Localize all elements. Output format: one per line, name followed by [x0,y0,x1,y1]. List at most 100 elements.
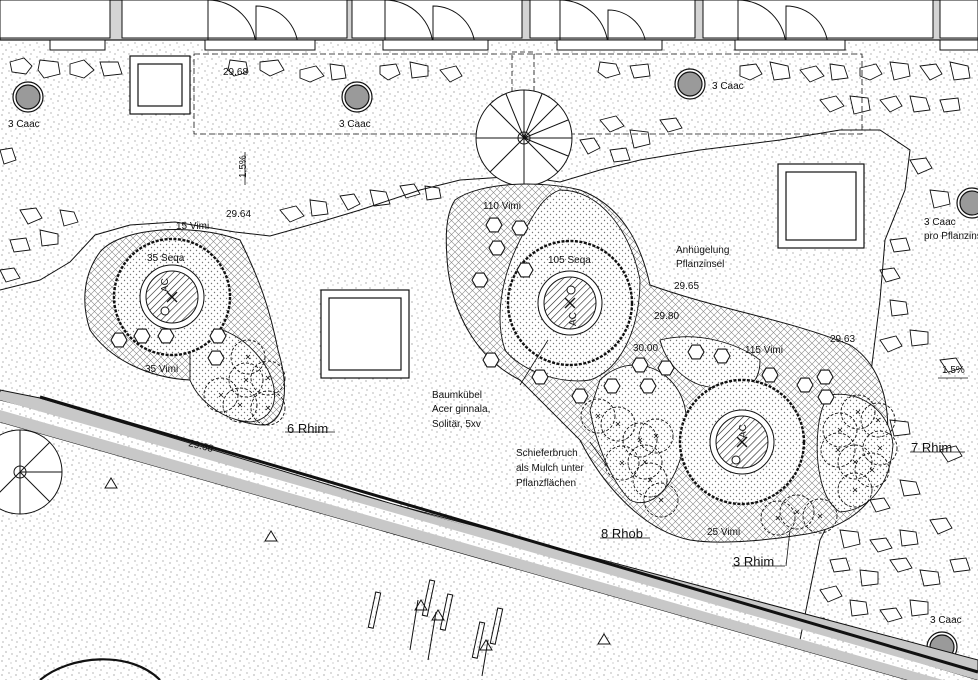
shrub-center-mark [817,513,823,519]
leader-lines [244,152,968,567]
label-caac-top-mid: 3 Caac [339,119,371,130]
shrub-circle [627,444,663,480]
shrub-circle [222,387,258,423]
shrub-circle [822,412,858,448]
label-pro-pflanzinsel: pro Pflanzinsel [924,231,978,242]
label-caac-right: 3 Caac [924,217,956,228]
tree-canopy-right [678,378,806,506]
shrub-circle [840,394,876,430]
shrub-center-mark [647,477,653,483]
label-anhuegelung: Anhügelung [676,245,729,256]
label-elevation-2980: 29.80 [654,311,679,322]
label-elevation-top: 29.68 [223,67,248,78]
tree-canopy-left [112,237,232,357]
shrub-center-mark [615,421,621,427]
shrub-center-mark [637,437,643,443]
hex-shrub [110,332,128,348]
shrub-circle [837,472,873,508]
shrub-center-mark [218,392,224,398]
shrub-circle [779,494,815,530]
plan-labels: 3 Caac 3 Caac 3 Caac 3 Caac pro Pflanzin… [8,67,978,626]
label-vimi-25: 25 Vimi [707,527,740,538]
shrub-circle [228,362,264,398]
shrub-circle [250,390,286,426]
rhododendron-circles [203,339,898,536]
shrub-circle [837,444,873,480]
label-vimi-110: 110 Vimi [483,201,521,212]
hex-shrub [631,357,649,373]
label-elevation-2963: 29.63 [830,334,855,345]
hex-shrub [687,344,705,360]
spiral-stair [475,89,573,187]
hex-shrub [157,328,175,344]
shrub-center-mark [869,467,875,473]
hex-shrub [531,369,549,385]
lower-left-stair [0,429,63,515]
shrub-circle [250,360,286,396]
hex-shrub [207,350,225,366]
hex-shrub [485,217,503,233]
label-rhob-8: 8 Rhob [601,526,643,541]
hex-shrub [209,328,227,344]
lower-arc [39,658,161,680]
hex-shrub [761,367,779,383]
label-caac-bottom-right: 3 Caac [930,615,962,626]
hex-shrub [639,378,657,394]
shrub-center-mark [794,509,800,515]
label-als-mulch: als Mulch unter [516,463,584,474]
label-acer-ginnala: Acer ginnala, [432,404,490,415]
shrub-circle [203,377,239,413]
shrub-circle [622,422,658,458]
hex-shrub [817,389,835,405]
hex-shrub [482,352,500,368]
label-ac-left: AC [160,278,171,292]
label-rhim-7: 7 Rhim [911,440,952,455]
shrub-center-mark [653,433,659,439]
label-pflanzinsel: Pflanzinsel [676,259,724,270]
shrub-circle [820,432,856,468]
shrub-center-mark [835,447,841,453]
label-baumkuebel: Baumkübel [432,390,482,401]
shrub-center-mark [265,405,271,411]
label-elevation-2964: 29.64 [226,209,251,220]
shrub-circle [600,406,636,442]
shrub-circle [580,398,616,434]
label-rhim-3: 3 Rhim [733,554,774,569]
shrub-center-mark [619,460,625,466]
shrub-center-mark [595,413,601,419]
label-schieferbruch: Schieferbruch [516,448,578,459]
label-ac-middle: AC [568,312,579,326]
shrub-center-mark [237,402,243,408]
shrub-circle [802,498,838,534]
shrub-circle [860,402,896,438]
hex-shrub [471,272,489,288]
hex-shrub [488,240,506,256]
tree-canopy-middle [506,239,634,367]
shrub-circle [230,339,266,375]
label-elevation-3000: 30.00 [633,343,658,354]
shrub-center-mark [658,497,664,503]
paving-mosaic [0,57,971,633]
shrub-center-mark [243,377,249,383]
shrub-circle [604,445,640,481]
label-rhim-6: 6 Rhim [287,421,328,436]
label-elevation-2965: 29.65 [674,281,699,292]
building-facade [0,0,978,51]
hex-shrub [657,360,675,376]
shrub-center-mark [245,354,251,360]
hex-shrubs [110,217,835,405]
shrub-center-mark [852,459,858,465]
shrub-center-mark [837,427,843,433]
label-caac-top-left: 3 Caac [8,119,40,130]
hex-shrub [571,388,589,404]
label-pflanzflaechen: Pflanzflächen [516,478,576,489]
label-ac-right: AC [738,424,749,438]
label-seqa-105: 105 Seqa [548,255,591,266]
street-curb [0,389,978,680]
label-seqa-35: 35 Seqa [147,253,185,264]
label-vimi-15: 15 Vimi [176,221,209,232]
shrub-center-mark [852,487,858,493]
shrub-center-mark [877,445,883,451]
label-slope-right: 1,5% [942,365,965,376]
